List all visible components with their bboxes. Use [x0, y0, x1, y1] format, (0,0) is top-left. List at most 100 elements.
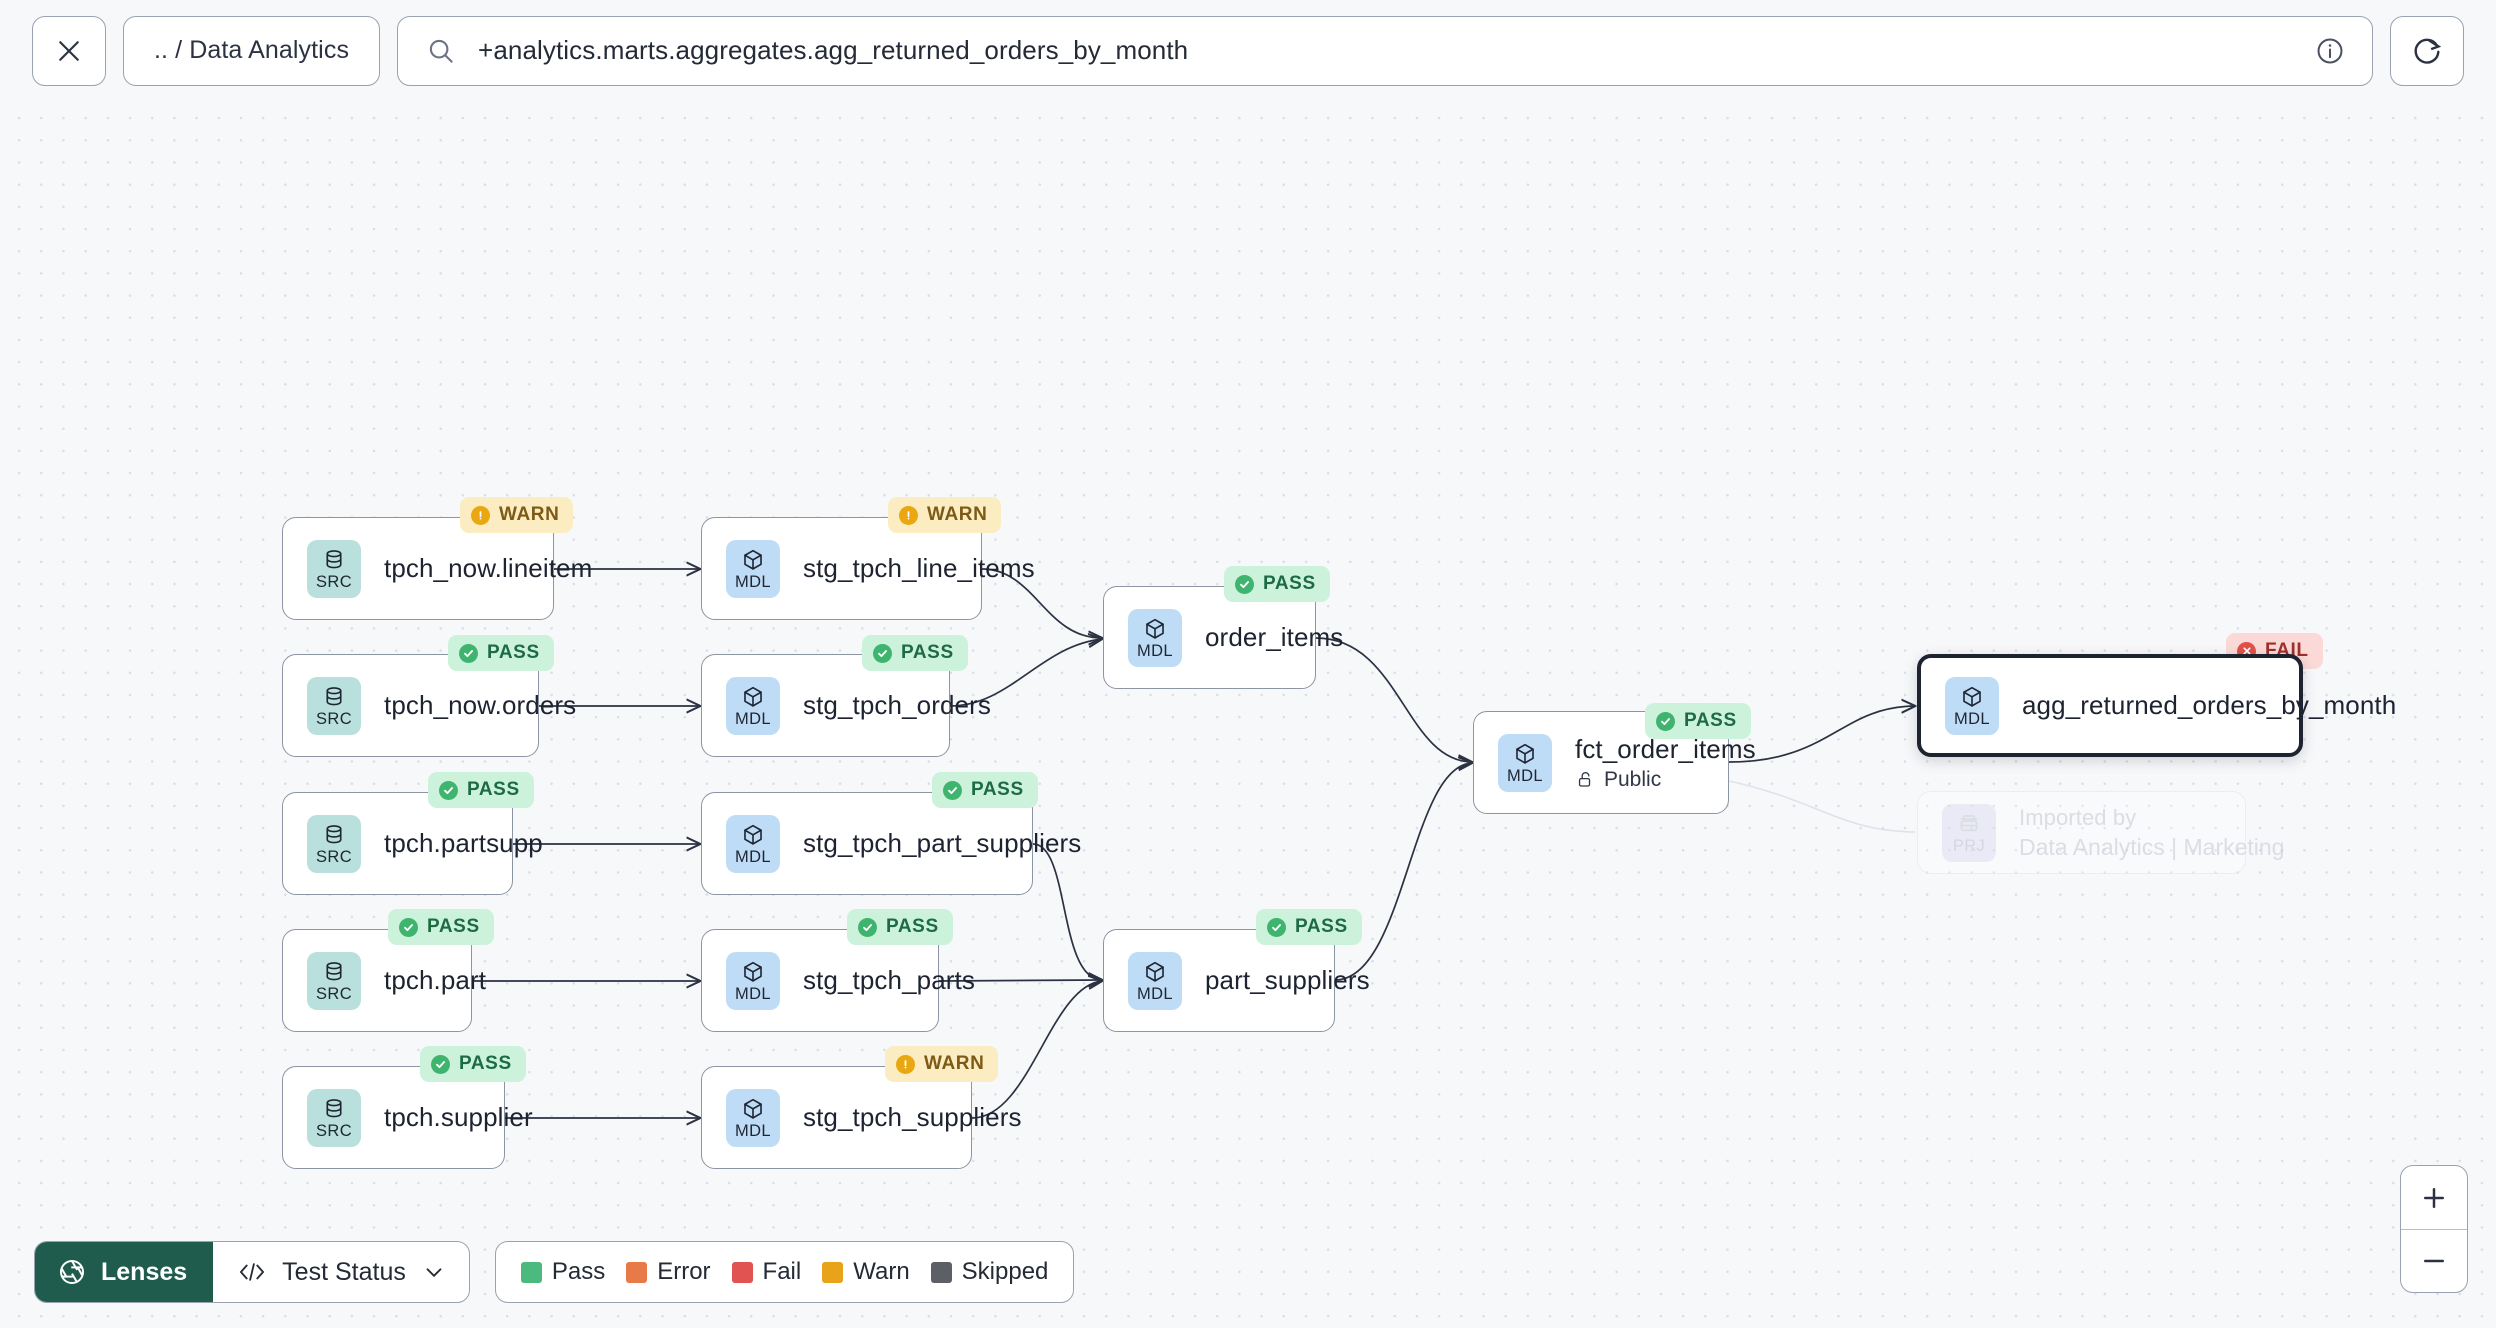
lenses-button[interactable]: Lenses	[35, 1242, 214, 1302]
cube-icon	[1146, 618, 1164, 639]
status-badge-warn[interactable]: WARN	[885, 1046, 999, 1082]
status-badge-pass[interactable]: PASS	[420, 1046, 526, 1082]
node-body: stg_tpch_orders	[803, 690, 991, 721]
status-badge-pass[interactable]: PASS	[388, 909, 494, 945]
node-title: tpch.supplier	[384, 1102, 533, 1132]
node-title: stg_tpch_orders	[803, 690, 991, 720]
legend-item-warn[interactable]: Warn	[822, 1258, 910, 1286]
search-input[interactable]: +analytics.marts.aggregates.agg_returned…	[478, 35, 1189, 65]
unlock-icon	[1578, 772, 1591, 787]
project-icon	[1960, 814, 1978, 831]
node-type-label: MDL	[1953, 709, 1991, 728]
toolbar-header: .. / Data Analytics +analytics.marts.agg…	[0, 0, 2496, 101]
node-type-label: SRC	[315, 1121, 353, 1140]
legend-swatch	[520, 1261, 542, 1283]
refresh-button[interactable]	[2390, 15, 2464, 86]
node-title: agg_returned_orders_by_month	[2022, 690, 2397, 720]
legend-item-skipped[interactable]: Skipped	[930, 1258, 1048, 1286]
test-status-button[interactable]: Test Status	[213, 1242, 469, 1302]
node-title: tpch_now.orders	[384, 690, 577, 720]
status-badge-label: PASS	[467, 779, 520, 800]
status-badge-pass[interactable]: PASS	[1256, 909, 1362, 945]
status-dot-icon	[943, 780, 962, 800]
status-dot-icon	[873, 643, 892, 663]
node-subtitle: Public	[1575, 768, 1728, 792]
legend-item-error[interactable]: Error	[626, 1258, 711, 1286]
cube-icon	[1146, 961, 1164, 982]
node-type-badge-prj: PRJ	[1942, 803, 1996, 862]
database-icon	[326, 549, 342, 569]
bottom-toolbar: Lenses Test Status Pass Error Fail Warn Skip…	[34, 1241, 1075, 1303]
chevron-down-icon[interactable]	[421, 1259, 447, 1285]
status-dot-icon	[471, 505, 490, 525]
status-badge-warn[interactable]: WARN	[460, 497, 574, 533]
code-icon	[240, 1263, 265, 1281]
minus-icon	[2424, 1259, 2444, 1263]
close-icon	[59, 40, 79, 61]
close-button[interactable]	[32, 15, 106, 86]
node-type-badge-mdl: MDL	[726, 539, 780, 598]
node-title: stg_tpch_line_items	[803, 553, 1035, 583]
status-badge-pass[interactable]: PASS	[932, 772, 1038, 808]
graph-node-stg_line_items[interactable]: MDL stg_tpch_line_items	[701, 517, 1035, 620]
zoom-out-button[interactable]	[2401, 1229, 2467, 1292]
status-dot-icon	[459, 643, 478, 663]
graph-node-src_supplier[interactable]: SRC tpch.supplier	[282, 1066, 533, 1169]
status-badge-label: WARN	[499, 504, 560, 525]
graph-node-agg_returned[interactable]: MDL agg_returned_orders_by_month	[1917, 654, 2397, 757]
node-body: stg_tpch_part_suppliers	[803, 828, 1081, 859]
status-badge-pass[interactable]: PASS	[1645, 703, 1751, 739]
legend-item-fail[interactable]: Fail	[731, 1258, 801, 1286]
node-title: tpch.partsupp	[384, 828, 543, 858]
node-type-badge-mdl: MDL	[1498, 733, 1552, 792]
graph-node-src_part[interactable]: SRC tpch.part	[282, 929, 487, 1032]
status-badge-pass[interactable]: PASS	[847, 909, 953, 945]
imported-by-label: Imported by	[2019, 804, 2137, 830]
status-badge-pass[interactable]: PASS	[862, 635, 968, 671]
node-title: part_suppliers	[1205, 965, 1370, 995]
status-badge-warn[interactable]: WARN	[888, 497, 1002, 533]
node-type-label: MDL	[734, 1121, 772, 1140]
node-type-badge-mdl: MDL	[726, 814, 780, 873]
status-badge-pass[interactable]: PASS	[1224, 566, 1330, 602]
graph-node-stg_part_supp[interactable]: MDL stg_tpch_part_suppliers	[701, 792, 1081, 895]
status-badge-label: PASS	[1295, 916, 1348, 937]
zoom-in-button[interactable]	[2401, 1166, 2467, 1229]
status-badge-label: PASS	[1263, 573, 1316, 594]
plus-icon	[2424, 1187, 2444, 1208]
database-icon	[326, 1098, 342, 1118]
node-body: tpch_now.lineitem	[384, 553, 592, 584]
node-body: tpch_now.orders	[384, 690, 577, 721]
node-type-label: SRC	[315, 984, 353, 1003]
status-badge-pass[interactable]: PASS	[428, 772, 534, 808]
node-body: part_suppliers	[1205, 965, 1370, 996]
breadcrumb[interactable]: .. / Data Analytics	[123, 15, 381, 86]
lineage-edges	[472, 101, 2496, 1328]
node-title: tpch.part	[384, 965, 487, 995]
search-bar[interactable]: +analytics.marts.aggregates.agg_returned…	[397, 15, 2373, 86]
zoom-controls	[2400, 1165, 2468, 1293]
cube-icon	[744, 1098, 762, 1119]
legend-item-pass[interactable]: Pass	[520, 1258, 605, 1286]
cube-icon	[744, 549, 762, 570]
status-dot-icon	[439, 780, 458, 800]
test-status-label: Test Status	[282, 1257, 406, 1286]
cube-icon	[744, 824, 762, 845]
database-icon	[326, 824, 342, 844]
info-icon[interactable]	[2314, 35, 2346, 67]
node-type-badge-src: SRC	[307, 539, 361, 598]
database-icon	[326, 961, 342, 981]
status-badge-pass[interactable]: PASS	[448, 635, 554, 671]
node-type-label: PRJ	[1952, 836, 1986, 855]
graph-node-src_lineitem[interactable]: SRC tpch_now.lineitem	[282, 517, 592, 620]
